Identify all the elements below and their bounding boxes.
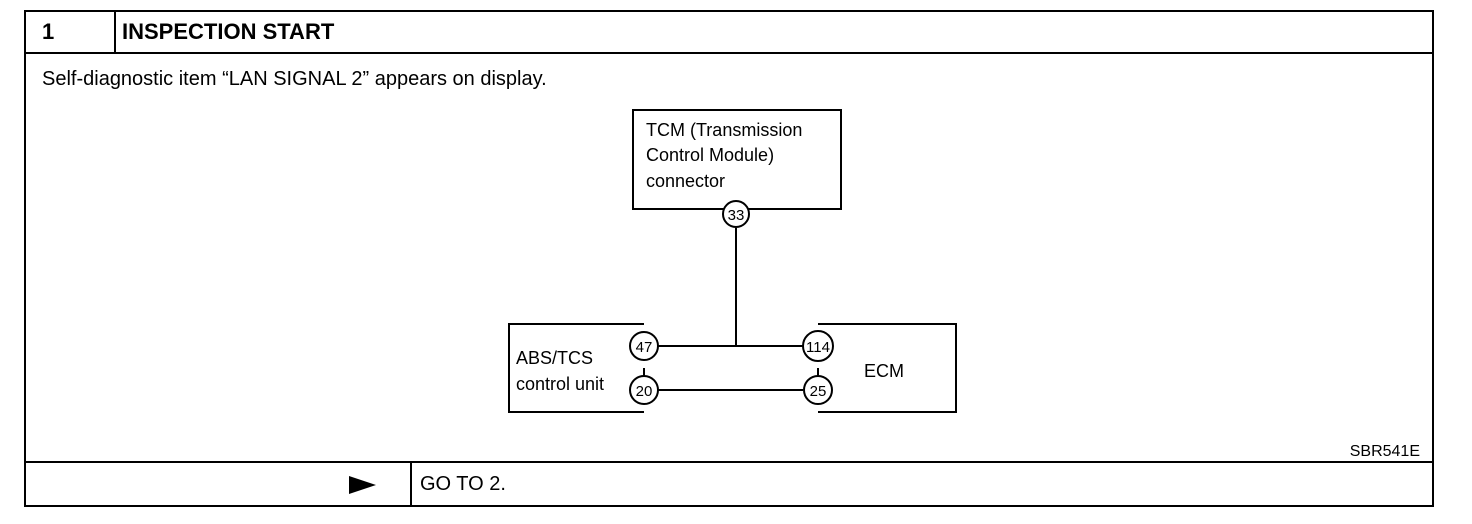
abs-pin-20-circle [629, 375, 659, 405]
abs-tcs-box [508, 323, 644, 413]
footer-arrow-cell [26, 463, 412, 505]
ecm-pin-25-label: 25 [810, 383, 827, 400]
tcm-label-line-1: TCM (Transmission [646, 120, 802, 140]
next-step-link[interactable]: GO TO 2. [420, 473, 506, 495]
abs-pin-47-label: 47 [636, 339, 653, 356]
ecm-box [818, 323, 957, 413]
abs-label-line-2: control unit [516, 374, 604, 394]
step-footer: GO TO 2. [26, 461, 1432, 505]
tcm-label-line-2: Control Module) [646, 145, 774, 165]
ecm-pin-114-circle [802, 330, 834, 362]
wiring-diagram: TCM (Transmission Control Module) connec… [508, 109, 1420, 460]
inspection-step-table: 1 INSPECTION START Self-diagnostic item … [24, 10, 1434, 507]
right-triangle-icon [349, 476, 376, 494]
ecm-pin-114-label: 114 [806, 339, 830, 356]
step-description: Self-diagnostic item “LAN SIGNAL 2” appe… [42, 68, 547, 90]
tcm-pin-circle [722, 200, 750, 228]
abs-label-line-1: ABS/TCS [516, 348, 593, 368]
figure-code: SBR541E [1350, 443, 1420, 460]
step-title: INSPECTION START [122, 19, 335, 44]
tcm-pin-label: 33 [728, 207, 745, 224]
ecm-pin-25-circle [803, 375, 833, 405]
step-number: 1 [26, 12, 116, 52]
abs-pin-47-circle [629, 331, 659, 361]
step-header: 1 INSPECTION START [26, 12, 1432, 54]
abs-pin-20-label: 20 [636, 383, 653, 400]
tcm-label-line-3: connector [646, 171, 725, 191]
ecm-label: ECM [864, 361, 904, 381]
